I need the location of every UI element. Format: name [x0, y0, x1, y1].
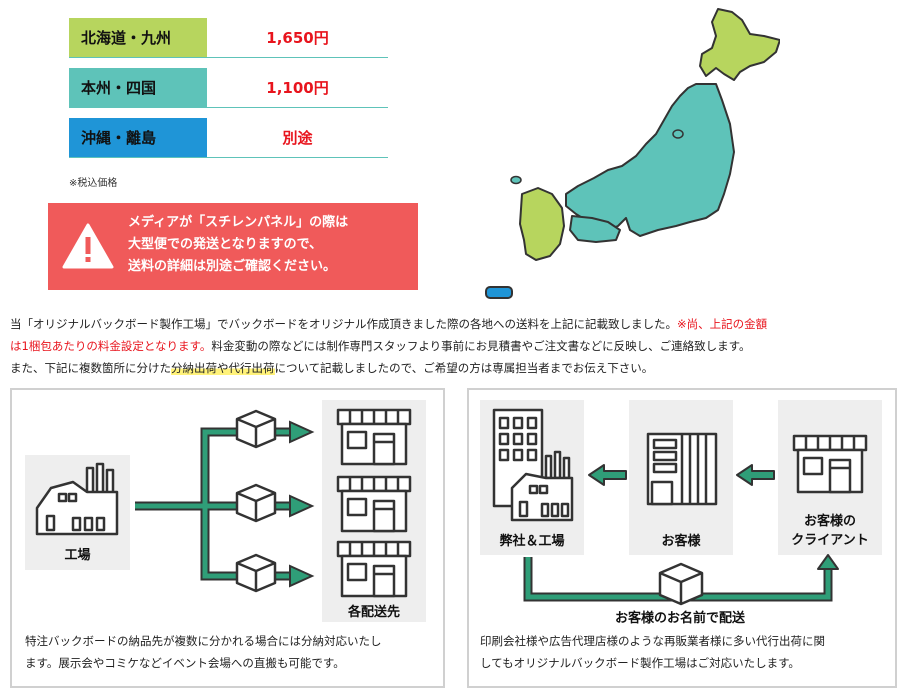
- description-highlight: 分納出荷や代行出荷: [171, 361, 275, 375]
- proxy-shipping-text: 印刷会社様や広告代理店様のような再販業者様に多い代行出荷に関 してもオリジナルバ…: [480, 630, 890, 674]
- warning-icon: [62, 223, 114, 269]
- left-arrow-icon: [588, 464, 627, 486]
- client-label-line: お客様の: [803, 514, 856, 529]
- description-red-text: は1梱包あたりの料金設定となります。: [10, 339, 212, 353]
- notice-line: 送料の詳細は別途ご確認ください。: [128, 259, 337, 274]
- japan-map: [485, 8, 780, 299]
- region-hokkaido-kyushu: 北海道・九州: [69, 18, 207, 57]
- tax-note: ※税込価格: [69, 178, 118, 189]
- factory-icon: [35, 462, 119, 536]
- map-honshu: [565, 83, 735, 237]
- description-line-1: 当「オリジナルバックボード製作工場」でバックボードをオリジナル作成頂きました際の…: [10, 313, 905, 335]
- store-icon: [336, 408, 412, 466]
- company-factory-icon: [492, 408, 574, 522]
- destinations-label: 各配送先: [347, 605, 400, 620]
- notice-line: メディアが「スチレンパネル」の際は: [128, 215, 349, 230]
- region-honshu-shikoku: 本州・四国: [69, 68, 207, 107]
- direct-ship-caption: お客様のお名前で配送: [614, 611, 745, 626]
- factory-label: 工場: [64, 548, 91, 563]
- description-text: について記載しましたので、ご希望の方は専属担当者までお伝え下さい。: [274, 361, 654, 375]
- proxy-shipping-text-line: 印刷会社様や広告代理店様のような再販業者様に多い代行出荷に関: [480, 634, 825, 648]
- notice-box: [48, 203, 418, 290]
- description-red-text: ※尚、上記の金額: [677, 317, 768, 331]
- map-sado-island: [672, 129, 684, 139]
- proxy-shipping-text-line: してもオリジナルバックボード製作工場はご対応いたします。: [480, 656, 800, 670]
- split-shipping-text: 特注バックボードの納品先が複数に分かれる場合には分納対応いたし ます。展示会やコ…: [25, 630, 437, 674]
- store-icon: [336, 540, 412, 598]
- description-text: 料金変動の際などには制作専門スタッフより事前にお見積書やご注文書などに反映し、ご…: [211, 339, 751, 353]
- row-divider: [69, 107, 388, 108]
- description-text: また、下記に複数箇所に分けた: [10, 361, 171, 375]
- store-icon: [792, 434, 868, 494]
- map-hokkaido: [699, 8, 780, 81]
- office-building-icon: [646, 432, 718, 506]
- split-shipping-text-line: ます。展示会やコミケなどイベント会場への直搬も可能です。: [25, 656, 345, 670]
- price-honshu-shikoku: 1,100円: [266, 79, 329, 97]
- client-label-line: クライアント: [791, 533, 869, 548]
- package-icon: [235, 553, 277, 593]
- our-company-label: 弊社＆工場: [499, 534, 565, 549]
- notice-line: 大型便での発送となりますので、: [128, 237, 323, 252]
- store-icon: [336, 475, 412, 533]
- map-shikoku: [569, 215, 621, 243]
- row-divider: [69, 157, 388, 158]
- left-arrow-icon: [736, 464, 775, 486]
- price-okinawa-islands: 別途: [282, 129, 313, 147]
- description-line-3: また、下記に複数箇所に分けた分納出荷や代行出荷について記載しましたので、ご希望の…: [10, 357, 905, 379]
- split-shipping-text-line: 特注バックボードの納品先が複数に分かれる場合には分納対応いたし: [25, 634, 382, 648]
- description-line-2: は1梱包あたりの料金設定となります。料金変動の際などには制作専門スタッフより事前…: [10, 335, 905, 357]
- map-kyushu: [519, 187, 565, 261]
- description-text: 当「オリジナルバックボード製作工場」でバックボードをオリジナル作成頂きました際の…: [10, 317, 677, 331]
- notice-text: メディアが「スチレンパネル」の際は 大型便での発送となりますので、 送料の詳細は…: [128, 212, 418, 278]
- package-icon: [658, 562, 704, 606]
- row-divider: [69, 57, 388, 58]
- customer-label: お客様: [661, 534, 701, 549]
- map-tsushima-island: [510, 175, 522, 185]
- map-okinawa: [485, 286, 513, 299]
- price-hokkaido-kyushu: 1,650円: [266, 29, 329, 47]
- client-label: お客様の クライアント: [778, 512, 882, 550]
- split-arrows: [135, 420, 315, 588]
- package-icon: [235, 409, 277, 449]
- package-icon: [235, 483, 277, 523]
- region-okinawa-islands: 沖縄・離島: [69, 118, 207, 157]
